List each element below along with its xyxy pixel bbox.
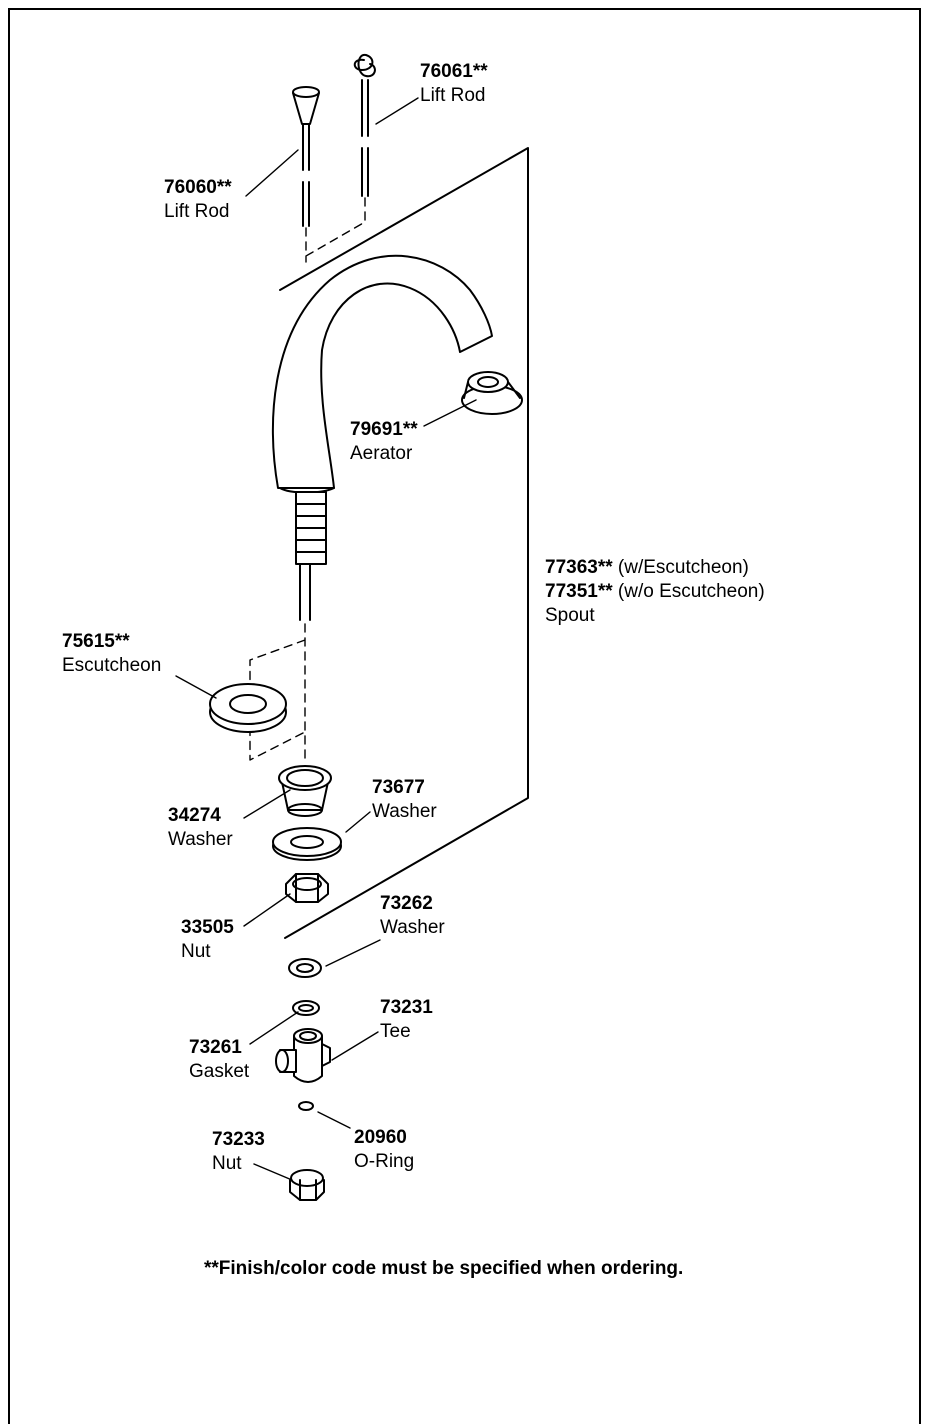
nut-73233-shape bbox=[289, 1169, 325, 1201]
part-name: Nut bbox=[212, 1153, 242, 1174]
part-name: Gasket bbox=[189, 1061, 250, 1082]
part-name: Washer bbox=[380, 917, 445, 938]
part-name: Washer bbox=[372, 801, 437, 822]
part-number: 73677 bbox=[372, 777, 425, 798]
mount-plane-outline bbox=[279, 147, 529, 939]
part-number: 77351** bbox=[545, 581, 613, 602]
washer-73262-shape bbox=[288, 958, 322, 978]
part-name: Lift Rod bbox=[164, 201, 230, 222]
tee-73231-shape bbox=[275, 1028, 331, 1083]
label-aerator: 79691** Aerator bbox=[350, 418, 418, 466]
label-washer-73262: 73262 Washer bbox=[380, 892, 445, 940]
part-name: Escutcheon bbox=[62, 655, 162, 676]
part-number: 79691** bbox=[350, 419, 418, 440]
part-number: 73231 bbox=[380, 997, 433, 1018]
part-name: Aerator bbox=[350, 443, 413, 464]
part-name: Spout bbox=[545, 605, 595, 626]
washer-73677-shape bbox=[272, 827, 342, 861]
label-escutcheon: 75615** Escutcheon bbox=[62, 630, 161, 678]
label-nut-33505: 33505 Nut bbox=[181, 916, 234, 964]
label-tee: 73231 Tee bbox=[380, 996, 433, 1044]
lift-rod-76061-shape bbox=[353, 53, 376, 197]
part-number: 73233 bbox=[212, 1129, 265, 1150]
aerator-shape bbox=[461, 371, 523, 415]
part-number: 75615** bbox=[62, 631, 130, 652]
label-gasket: 73261 Gasket bbox=[189, 1036, 249, 1084]
part-name: Nut bbox=[181, 941, 211, 962]
ordering-footnote: **Finish/color code must be specified wh… bbox=[204, 1258, 684, 1279]
label-nut-73233: 73233 Nut bbox=[212, 1128, 265, 1176]
part-number: 76061** bbox=[420, 61, 488, 82]
label-lift-rod-76061: 76061** Lift Rod bbox=[420, 60, 488, 108]
part-number: 76060** bbox=[164, 177, 232, 198]
part-name: Washer bbox=[168, 829, 233, 850]
part-note: (w/o Escutcheon) bbox=[617, 581, 765, 602]
spout-alignment-dashes bbox=[249, 623, 306, 761]
leader-lines bbox=[175, 97, 477, 1181]
part-name: O-Ring bbox=[354, 1151, 415, 1172]
oring-20960-shape bbox=[298, 1101, 314, 1111]
page-frame bbox=[8, 8, 921, 1424]
label-lift-rod-76060: 76060** Lift Rod bbox=[164, 176, 232, 224]
part-number: 34274 bbox=[168, 805, 221, 826]
part-number: 20960 bbox=[354, 1127, 407, 1148]
part-number: 77363** bbox=[545, 557, 613, 578]
spout-shape bbox=[271, 254, 493, 621]
escutcheon-shape bbox=[209, 683, 287, 733]
part-note: (w/Escutcheon) bbox=[617, 557, 749, 578]
lift-rod-alignment-dashes bbox=[305, 197, 366, 263]
nut-33505-shape bbox=[285, 873, 329, 903]
label-washer-73677: 73677 Washer bbox=[372, 776, 437, 824]
label-washer-34274: 34274 Washer bbox=[168, 804, 233, 852]
part-name: Lift Rod bbox=[420, 85, 486, 106]
part-number: 73261 bbox=[189, 1037, 242, 1058]
part-name: Tee bbox=[380, 1021, 411, 1042]
part-number: 73262 bbox=[380, 893, 433, 914]
part-number: 33505 bbox=[181, 917, 234, 938]
lift-rod-76060-shape bbox=[292, 86, 320, 227]
label-spout: 77363** (w/Escutcheon) 77351** (w/o Escu… bbox=[545, 556, 765, 628]
label-oring: 20960 O-Ring bbox=[354, 1126, 414, 1174]
gasket-73261-shape bbox=[292, 1000, 320, 1016]
washer-34274-shape bbox=[278, 765, 332, 817]
